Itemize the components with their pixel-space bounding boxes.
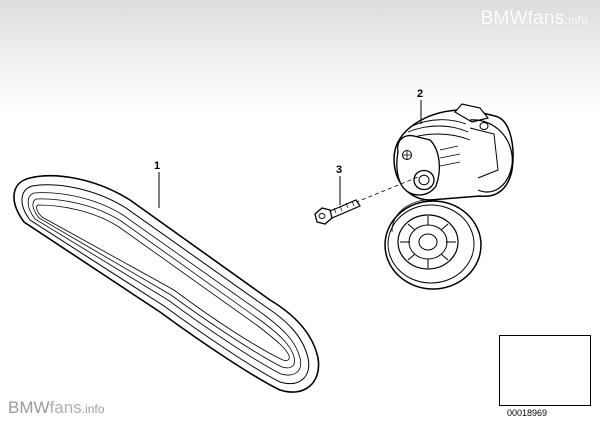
site-watermark-top: BMWfans.info (481, 8, 588, 30)
part-label-3: 3 (336, 164, 343, 176)
part-label-1: 1 (154, 160, 161, 172)
header-gradient (0, 0, 600, 110)
site-watermark-bottom: BMWfans.info (8, 398, 104, 418)
part-label-2: 2 (417, 88, 424, 100)
drive-belt (13, 175, 320, 393)
diagram-number: 00018969 (507, 408, 548, 418)
vehicle-thumbnail-frame (499, 335, 591, 406)
watermark-brand: BMWfans (480, 8, 565, 29)
watermark-suffix: .info (564, 13, 588, 27)
alignment-dashed-line (348, 176, 419, 206)
watermark-brand-fans: fans (49, 398, 82, 417)
belt-tensioner (393, 103, 514, 201)
tensioner-pulley (384, 199, 482, 290)
watermark-bottom-suffix: .info (81, 402, 105, 416)
hex-bolt (314, 199, 361, 225)
watermark-brand-bmw: BMW (8, 398, 50, 417)
